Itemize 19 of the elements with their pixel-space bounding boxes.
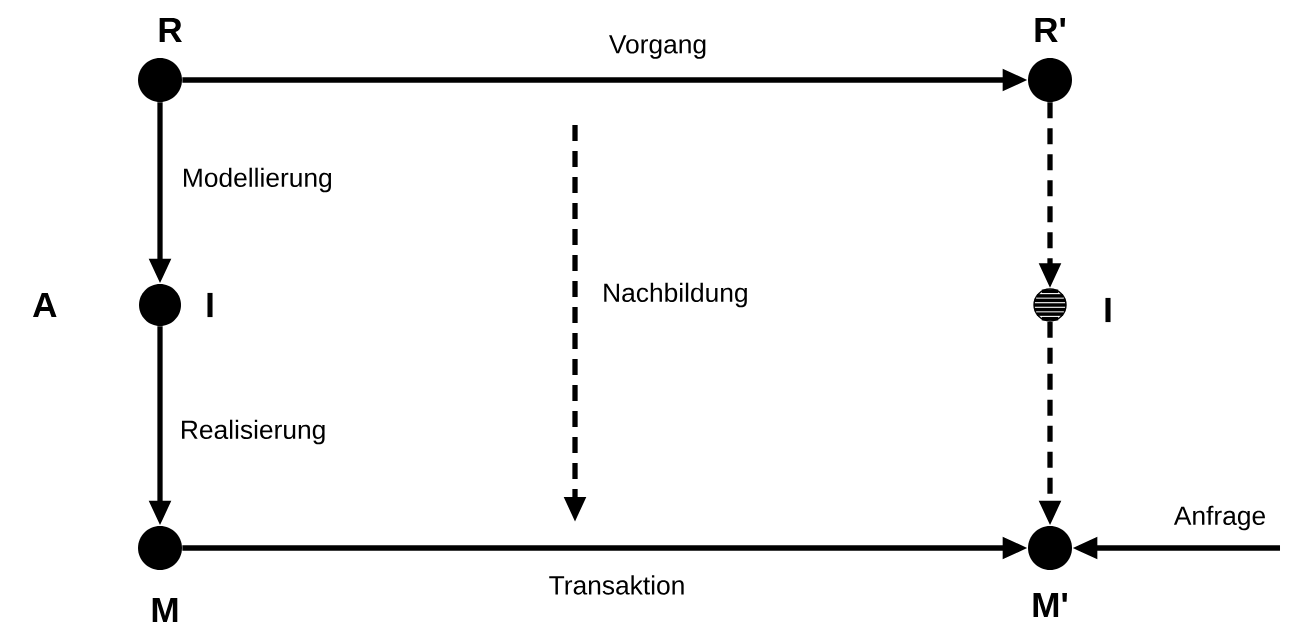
dot bbox=[139, 284, 181, 326]
node-letter: M bbox=[152, 597, 178, 623]
dot bbox=[1028, 58, 1072, 102]
edge-label: Transaktion bbox=[549, 575, 684, 595]
edge-label: Realisierung bbox=[182, 419, 325, 445]
node-letter: M' bbox=[1033, 592, 1067, 618]
striped-circle bbox=[1033, 288, 1067, 322]
node-letter: I bbox=[207, 292, 213, 318]
dot bbox=[1028, 526, 1072, 570]
node-letter: I bbox=[1105, 297, 1111, 323]
edge-label: Vorgang bbox=[609, 35, 706, 59]
edge-label: Modellierung bbox=[184, 167, 331, 193]
dot bbox=[138, 526, 182, 570]
node-letter: R' bbox=[1035, 17, 1066, 43]
side-letter: A bbox=[33, 292, 57, 318]
node-letter: R bbox=[159, 17, 182, 43]
annotation-text: Nachbildung bbox=[604, 282, 747, 308]
dot bbox=[138, 58, 182, 102]
edge-label: Anfrage bbox=[1173, 505, 1265, 531]
